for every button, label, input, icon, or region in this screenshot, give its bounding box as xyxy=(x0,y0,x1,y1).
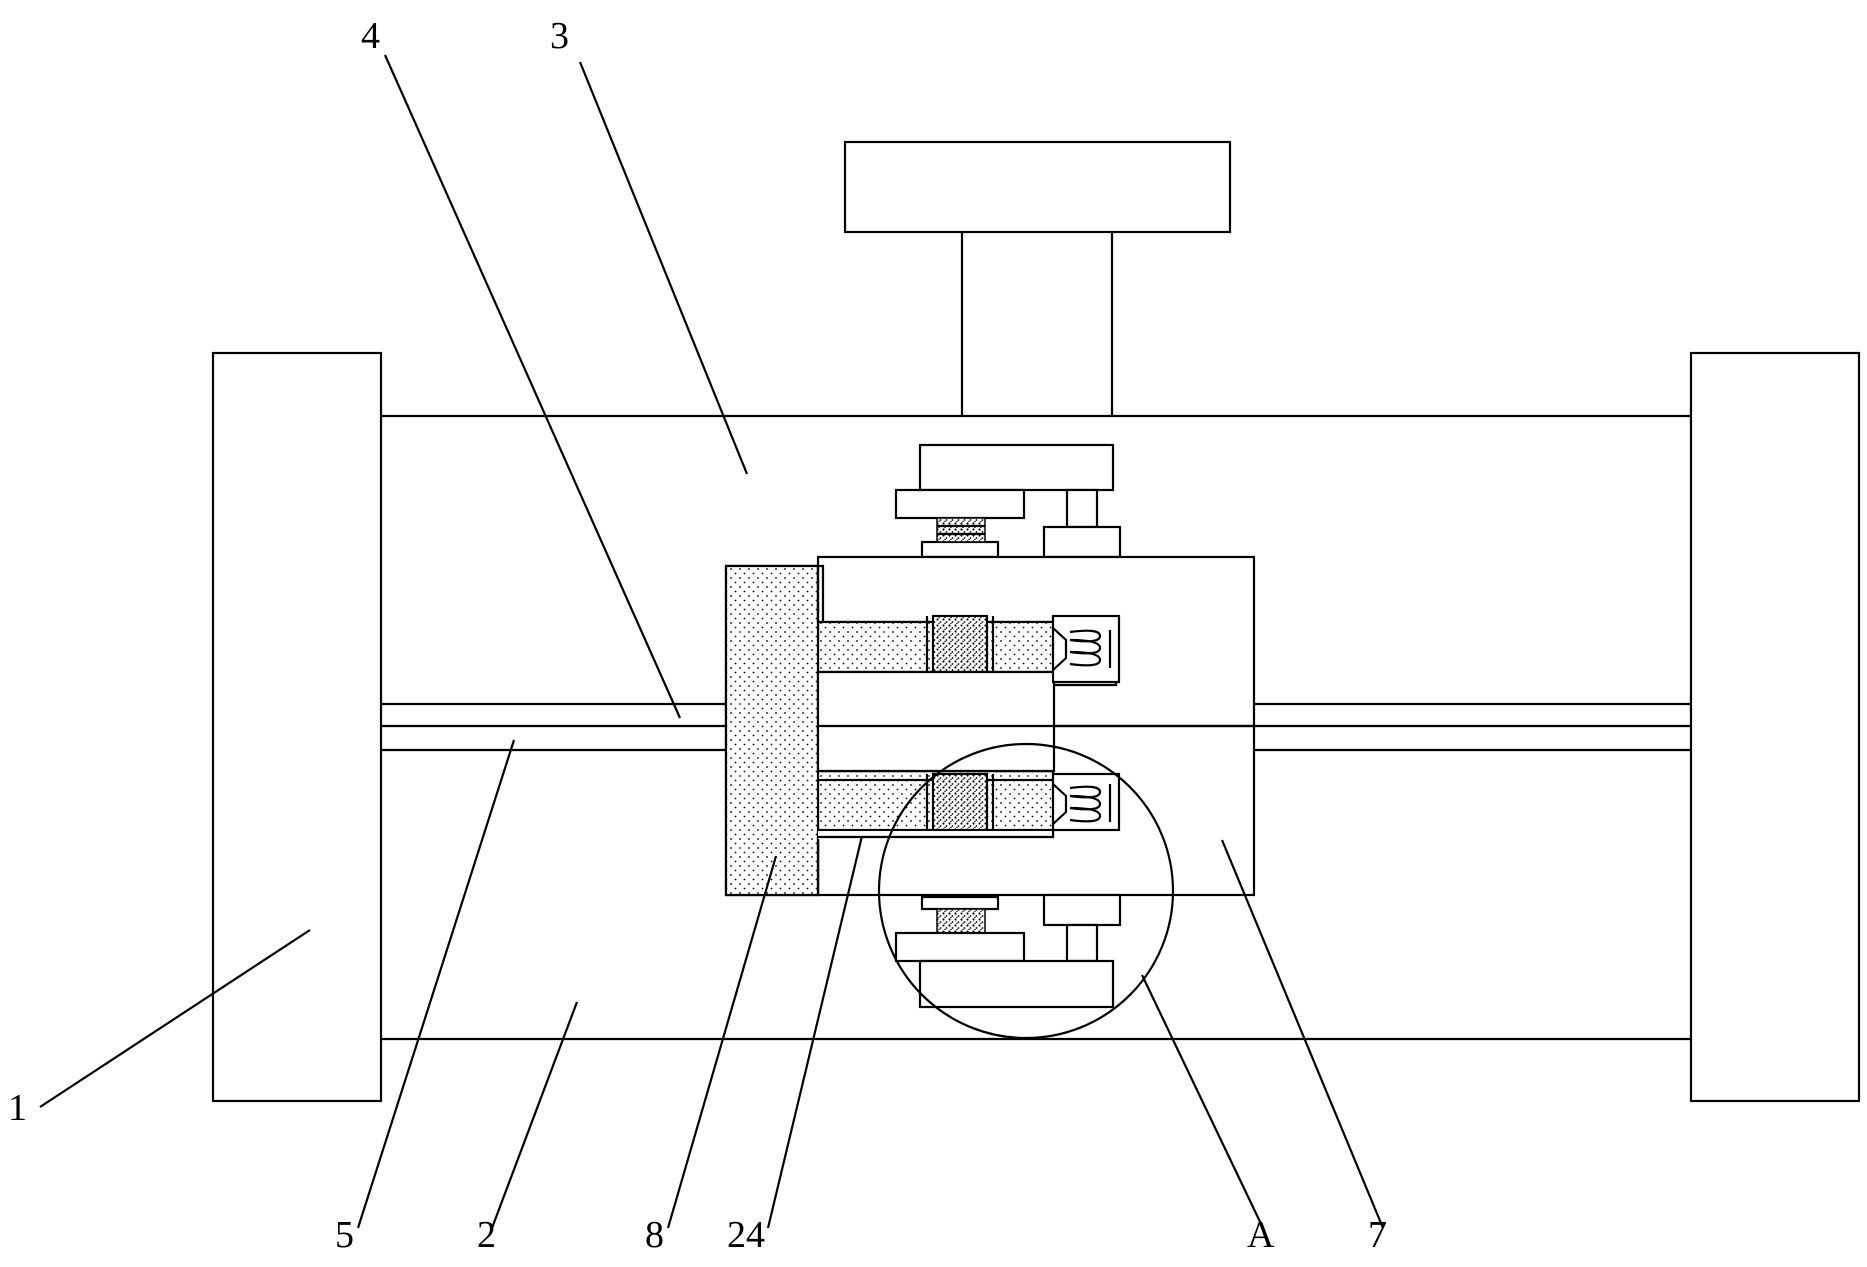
label-24: 24 xyxy=(727,1214,765,1256)
reference-labels: 1 5 2 8 24 A 7 4 3 xyxy=(8,15,1387,1256)
dotted-side-block xyxy=(724,564,820,897)
upper-slot xyxy=(816,614,1121,684)
label-2: 2 xyxy=(477,1214,496,1256)
label-7: 7 xyxy=(1368,1214,1387,1256)
top-clamp-assembly xyxy=(894,443,1122,559)
bottom-clamp-assembly xyxy=(894,893,1122,1009)
right-end-block xyxy=(1689,351,1861,1103)
label-1: 1 xyxy=(8,1087,27,1129)
label-3: 3 xyxy=(550,15,569,57)
frame-rails xyxy=(381,414,1691,1041)
detail-circle-a xyxy=(877,742,1175,1040)
top-handle xyxy=(843,140,1232,416)
lower-slot xyxy=(816,772,1121,838)
label-8: 8 xyxy=(645,1214,664,1256)
label-5: 5 xyxy=(335,1214,354,1256)
label-4: 4 xyxy=(361,15,380,57)
label-a: A xyxy=(1247,1214,1275,1256)
guide-rod xyxy=(381,702,1691,752)
leader-lines xyxy=(39,54,1385,1229)
left-end-block xyxy=(211,351,383,1103)
